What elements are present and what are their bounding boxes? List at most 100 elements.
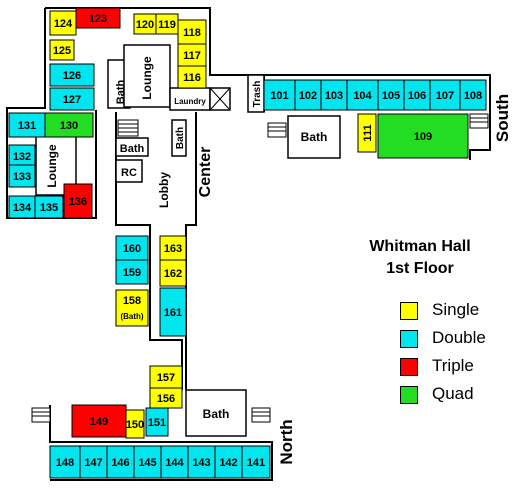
room-146[interactable] [106, 445, 135, 479]
center-corridor-wall [115, 112, 183, 390]
room-136[interactable] [63, 183, 93, 219]
bath-note-158: (Bath) [120, 312, 143, 321]
room-number-116: 116 [183, 72, 201, 84]
room-124[interactable] [49, 10, 77, 36]
room-104[interactable] [346, 79, 379, 111]
room-158[interactable] [115, 289, 149, 327]
room-142[interactable] [214, 445, 243, 479]
room-130[interactable] [44, 112, 94, 138]
room-number-118: 118 [183, 27, 201, 39]
room-number-133: 133 [13, 171, 31, 183]
room-159[interactable] [115, 259, 149, 285]
room-number-160: 160 [123, 243, 141, 255]
room-141[interactable] [241, 445, 271, 479]
bath-center-label: Bath [120, 143, 145, 155]
room-number-143: 143 [192, 457, 210, 469]
room-number-108: 108 [464, 90, 482, 102]
room-163[interactable] [159, 235, 187, 261]
room-number-146: 146 [111, 457, 129, 469]
room-number-109: 109 [414, 131, 432, 143]
room-number-144: 144 [165, 457, 184, 469]
bath-south [287, 115, 341, 159]
room-109[interactable] [377, 113, 469, 159]
legend-swatch [400, 330, 418, 348]
legend-swatch [400, 386, 418, 404]
room-number-111: 111 [362, 124, 374, 141]
room-number-104: 104 [353, 90, 372, 102]
room-150[interactable] [125, 409, 145, 439]
west-wing-wall [6, 8, 97, 219]
laundry-box-x2 [209, 87, 231, 111]
room-126[interactable] [49, 63, 95, 87]
room-160[interactable] [115, 235, 149, 261]
title-line-1: Whitman Hall [369, 238, 471, 255]
room-105[interactable] [377, 79, 405, 111]
room-127[interactable] [49, 87, 95, 111]
lounge-northwest-label: Lounge [140, 56, 154, 100]
room-number-150: 150 [126, 419, 144, 431]
room-144[interactable] [160, 445, 189, 479]
laundry-label: Laundry [174, 97, 206, 106]
room-149[interactable] [71, 404, 127, 438]
room-101[interactable] [263, 79, 296, 111]
room-135[interactable] [34, 195, 64, 219]
plan-title: Whitman Hall 1st Floor [355, 236, 485, 280]
room-106[interactable] [403, 79, 431, 111]
room-145[interactable] [133, 445, 162, 479]
legend-label: Quad [432, 384, 474, 403]
bath-center-small [171, 119, 187, 157]
room-number-159: 159 [123, 267, 141, 279]
room-number-101: 101 [270, 90, 288, 102]
rc-label: RC [121, 167, 137, 179]
room-108[interactable] [459, 79, 487, 111]
rc-office [115, 159, 143, 183]
room-number-142: 142 [219, 457, 237, 469]
room-number-136: 136 [69, 196, 87, 208]
room-number-120: 120 [136, 19, 154, 31]
stairs-center [117, 119, 139, 137]
legend-swatch [400, 302, 418, 320]
bath-north [185, 389, 247, 437]
room-number-119: 119 [158, 19, 176, 31]
room-number-161: 161 [164, 307, 182, 319]
wing-label-center: Center [197, 147, 214, 198]
center-east-wall [185, 112, 197, 390]
legend-label: Triple [432, 356, 474, 375]
bath-center-small-label: Bath [175, 127, 186, 149]
lounge-west-label: Lounge [45, 144, 59, 188]
bath-northwest-label: Bath [115, 80, 127, 105]
room-123[interactable] [75, 7, 121, 29]
room-number-106: 106 [408, 90, 426, 102]
room-number-126: 126 [63, 70, 81, 82]
room-143[interactable] [187, 445, 216, 479]
room-125[interactable] [49, 39, 75, 61]
room-number-105: 105 [382, 90, 400, 102]
room-133[interactable] [8, 164, 36, 188]
wing-label-north: North [277, 419, 296, 464]
legend-label: Single [432, 300, 480, 319]
room-number-163: 163 [164, 243, 182, 255]
room-number-135: 135 [40, 202, 58, 214]
room-number-123: 123 [89, 13, 107, 25]
room-number-132: 132 [13, 151, 31, 163]
room-111[interactable] [357, 113, 377, 153]
room-116[interactable] [177, 65, 207, 89]
room-107[interactable] [429, 79, 461, 111]
room-number-125: 125 [53, 45, 71, 57]
room-number-127: 127 [63, 94, 81, 106]
room-number-134: 134 [13, 202, 32, 214]
stairs-south [267, 113, 489, 138]
rooms [8, 7, 487, 479]
room-number-141: 141 [247, 457, 265, 469]
room-number-145: 145 [138, 457, 156, 469]
lounge-northwest [123, 44, 171, 108]
wing-label-south: South [493, 94, 512, 142]
bath-north-label: Bath [203, 407, 230, 421]
room-151[interactable] [145, 407, 169, 437]
room-162[interactable] [159, 259, 187, 287]
room-number-162: 162 [164, 268, 182, 280]
room-161[interactable] [159, 287, 187, 337]
room-number-130: 130 [60, 120, 78, 132]
